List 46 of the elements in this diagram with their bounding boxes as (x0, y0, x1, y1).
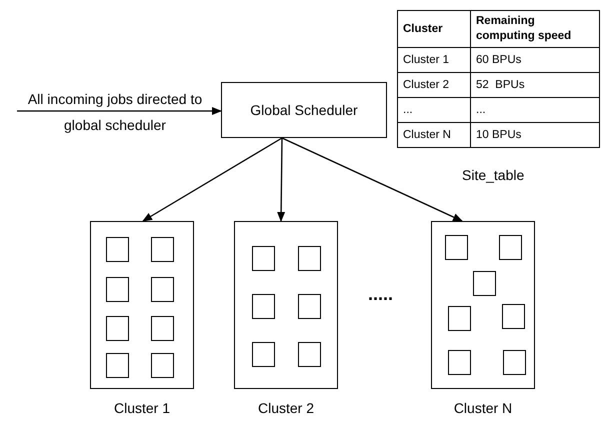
node-square (298, 246, 321, 271)
node-square (151, 316, 174, 341)
node-square (298, 294, 321, 319)
table-cell: Cluster 1 (398, 48, 470, 72)
edge-label: All incoming jobs directed to global scheduler (26, 90, 204, 135)
table-cell: 60 BPUs (470, 48, 600, 72)
table-cell: Cluster 2 (398, 72, 470, 98)
box-label: Global Scheduler (250, 102, 358, 118)
node-square (106, 353, 129, 378)
node-square (106, 277, 129, 302)
cluster-label: Cluster 2 (256, 400, 316, 416)
table-cell: 52 BPUs (470, 72, 600, 98)
node-square (106, 237, 129, 262)
cluster-box (431, 221, 535, 389)
node-square (503, 350, 526, 375)
cluster-box (234, 221, 338, 389)
node-square (151, 353, 174, 378)
cluster-label: Cluster 1 (112, 400, 172, 416)
node-square (106, 316, 129, 341)
node-square (445, 235, 468, 260)
table-cell: ... (470, 98, 600, 122)
node-square (502, 304, 525, 329)
table-caption: Site_table (462, 167, 524, 183)
header-cell: Cluster (398, 10, 470, 48)
node-square (448, 350, 471, 375)
node-square (151, 237, 174, 262)
arrow (282, 137, 463, 222)
arrow (142, 137, 282, 222)
ellipsis-dots: ..... (368, 284, 394, 305)
table-cell: Cluster N (398, 122, 470, 148)
header-cell: Remaining computing speed (470, 10, 600, 48)
table-cell: 10 BPUs (470, 122, 600, 148)
arrow (277, 138, 286, 222)
arrow (17, 107, 222, 115)
node-square (252, 342, 275, 367)
node-square (252, 294, 275, 319)
node-square (298, 342, 321, 367)
node-square (151, 277, 174, 302)
cluster-box (90, 221, 194, 389)
node-square (499, 235, 522, 260)
node-square (448, 306, 471, 331)
process-box (221, 82, 387, 138)
node-square (252, 246, 275, 271)
table-cell: ... (398, 98, 470, 122)
node-square (473, 271, 496, 296)
cluster-label: Cluster N (452, 400, 514, 416)
